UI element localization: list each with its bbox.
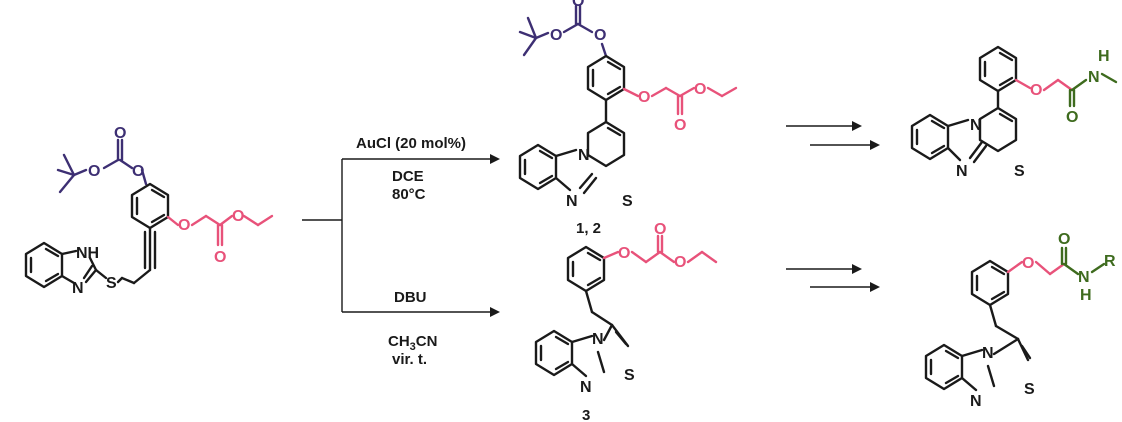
product-1-2: O O O O O O: [518, 0, 738, 195]
carbonate-group: [102, 138, 148, 186]
starting-material: O O O O O O: [24, 125, 274, 297]
final-top-n-imine: N: [956, 163, 968, 180]
final-top-ether-oxygen: O: [1030, 82, 1042, 99]
ester-carbonyl-oxygen: O: [674, 117, 686, 134]
ester-oxygen: O: [694, 81, 706, 98]
top-solvent: DCE: [392, 168, 424, 185]
carbonate-oxygen-carbonyl: O: [114, 125, 126, 142]
bottom-solvent: CH3CN: [388, 333, 437, 353]
branch-arrows: [302, 154, 500, 317]
product-3-n-imine: N: [580, 379, 592, 396]
final-bottom-ether-oxygen: O: [1022, 255, 1034, 272]
final-top-n-bridgehead: N: [970, 117, 982, 134]
product-1-2-n-bridgehead: N: [578, 147, 590, 164]
product-3-ester-oxygen: O: [674, 254, 686, 271]
final-top-amide-h: H: [1098, 48, 1110, 65]
carbonate-oxygen-carbonyl: O: [572, 0, 584, 10]
ester-carbonyl-oxygen: O: [214, 249, 226, 266]
multistep-arrow-bottom: [786, 264, 880, 292]
alkyne: [120, 226, 157, 285]
product-3-ether-oxygen: O: [618, 245, 630, 262]
product-3-n-bridgehead: N: [592, 331, 604, 348]
final-bottom-amide-n: N: [1078, 269, 1090, 286]
ether-oxygen: O: [178, 217, 190, 234]
final-bottom-amide-oxygen: O: [1058, 231, 1070, 248]
bottom-reagent: DBU: [394, 289, 427, 306]
benzimidazole-nh: NH: [76, 245, 99, 262]
final-top-amide-oxygen: O: [1066, 109, 1078, 126]
carbonate-oxygen-2: O: [132, 163, 144, 180]
tert-butyl-group: [56, 153, 88, 194]
ether-oxygen: O: [638, 89, 650, 106]
benzimidazole: [24, 241, 98, 289]
product-3: [534, 234, 718, 378]
product-1-2-n-imine: N: [566, 193, 578, 210]
product-3-ester-carbonyl-oxygen: O: [654, 221, 666, 238]
compound-label-1-2: 1, 2: [576, 220, 601, 237]
ester-oxygen: O: [232, 208, 244, 225]
top-temperature: 80°C: [392, 186, 426, 203]
ester-side-chain: [166, 214, 274, 247]
bottom-temperature: vir. t.: [392, 351, 427, 368]
final-product-top: [910, 45, 1118, 164]
final-bottom-n-bridgehead: N: [982, 345, 994, 362]
carbonate-oxygen-1: O: [88, 163, 100, 180]
top-reagent: AuCl (20 mol%): [356, 135, 466, 152]
carbonate-oxygen-2: O: [594, 27, 606, 44]
product-3-s: S: [624, 367, 635, 384]
final-bottom-n-imine: N: [970, 393, 982, 410]
final-product-bottom: [924, 246, 1106, 392]
phenyl-ring: [130, 182, 170, 230]
carbonate-oxygen-1: O: [550, 27, 562, 44]
thioether-sulfur: S: [106, 275, 117, 292]
final-bottom-s: S: [1024, 381, 1035, 398]
final-top-s: S: [1014, 163, 1025, 180]
multistep-arrow-top: [786, 121, 880, 150]
product-1-2-s: S: [622, 193, 633, 210]
final-bottom-amide-h: H: [1080, 287, 1092, 304]
benzimidazole-n: N: [72, 280, 84, 297]
final-top-amide-n: N: [1088, 69, 1100, 86]
compound-label-3: 3: [582, 407, 590, 422]
final-bottom-r-group: R: [1104, 253, 1116, 270]
